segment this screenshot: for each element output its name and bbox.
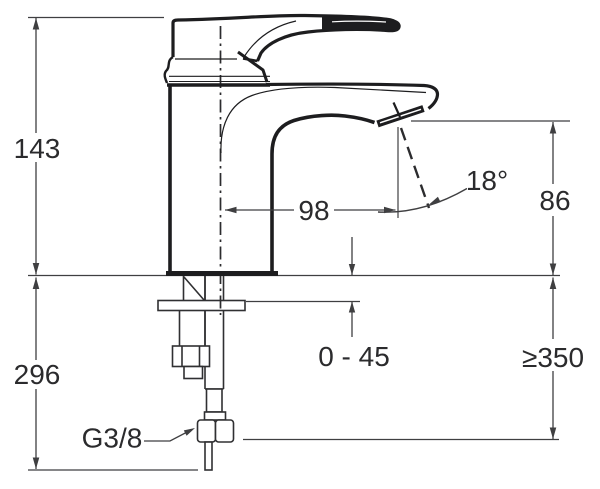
dim-296-arrow-bottom xyxy=(32,457,40,469)
hose-hex-nut-left xyxy=(196,419,217,443)
dim-98-label: 98 xyxy=(298,195,329,226)
dim-143-arrow-bottom xyxy=(32,263,40,275)
angle-arc-arrow xyxy=(429,196,441,205)
dim-98-arrow-right xyxy=(384,206,396,214)
handle-neck xyxy=(237,50,269,83)
mounting-flange xyxy=(157,299,246,312)
thread-leader-arrow xyxy=(183,428,195,436)
dim-143-label: 143 xyxy=(14,133,61,164)
handle-lever-tip xyxy=(322,16,399,31)
dim-86-arrow-bottom xyxy=(549,263,557,275)
mounting-stud xyxy=(182,276,206,301)
supply-tube xyxy=(204,276,225,389)
mounting-nut-flats xyxy=(181,346,201,367)
reference-lines xyxy=(28,16,570,471)
dimension-86: 86 xyxy=(539,122,571,275)
dimension-296: 296 xyxy=(14,277,61,469)
mounting-nut xyxy=(171,345,211,368)
dim-86-arrow-top xyxy=(549,122,557,134)
dim-350-label: ≥350 xyxy=(522,342,584,373)
thread-leader-line xyxy=(144,429,192,442)
dim-98-arrow-left xyxy=(225,206,237,214)
spout-inner-contour xyxy=(220,86,427,154)
dim-143-arrow-top xyxy=(32,18,40,30)
dimension-98: 98 xyxy=(225,195,396,226)
spout-top-edge xyxy=(265,82,440,110)
hose-segment-2 xyxy=(203,411,227,421)
hose-hex-nut-right xyxy=(214,419,235,443)
stud-lower xyxy=(178,310,206,346)
dim-0-45-arrow-top xyxy=(348,264,356,275)
handle-lever xyxy=(171,13,401,62)
under-deck-parts xyxy=(157,276,246,471)
dim-86-label: 86 xyxy=(539,185,570,216)
angle-construction: 18° xyxy=(377,127,508,218)
dim-350-arrow-top xyxy=(549,277,557,289)
angle-label: 18° xyxy=(466,165,508,196)
dimension-143: 143 xyxy=(14,18,61,275)
collar-left-edge xyxy=(163,55,174,84)
spout-underside xyxy=(270,113,376,273)
handle-highlight xyxy=(331,20,387,23)
dim-296-label: 296 xyxy=(14,359,61,390)
aerator-tick xyxy=(392,102,402,118)
thread-callout: G3/8 xyxy=(82,423,195,454)
collar-rings xyxy=(169,75,270,83)
dim-350-arrow-bottom xyxy=(549,427,557,439)
faucet-outline xyxy=(163,13,440,276)
hose-end-pipe xyxy=(204,441,213,471)
dim-296-arrow-top xyxy=(32,277,40,289)
dimension-0-45: 0 - 45 xyxy=(318,237,390,372)
stream-direction-line xyxy=(399,127,431,209)
stud-end xyxy=(183,365,204,380)
dim-0-45-label: 0 - 45 xyxy=(318,341,390,372)
dim-0-45-arrow-bottom xyxy=(348,301,356,313)
hose-segment-1 xyxy=(205,388,223,413)
thread-label: G3/8 xyxy=(82,423,143,454)
dimension-350: ≥350 xyxy=(522,277,584,439)
handle-inner-contour xyxy=(243,20,297,58)
